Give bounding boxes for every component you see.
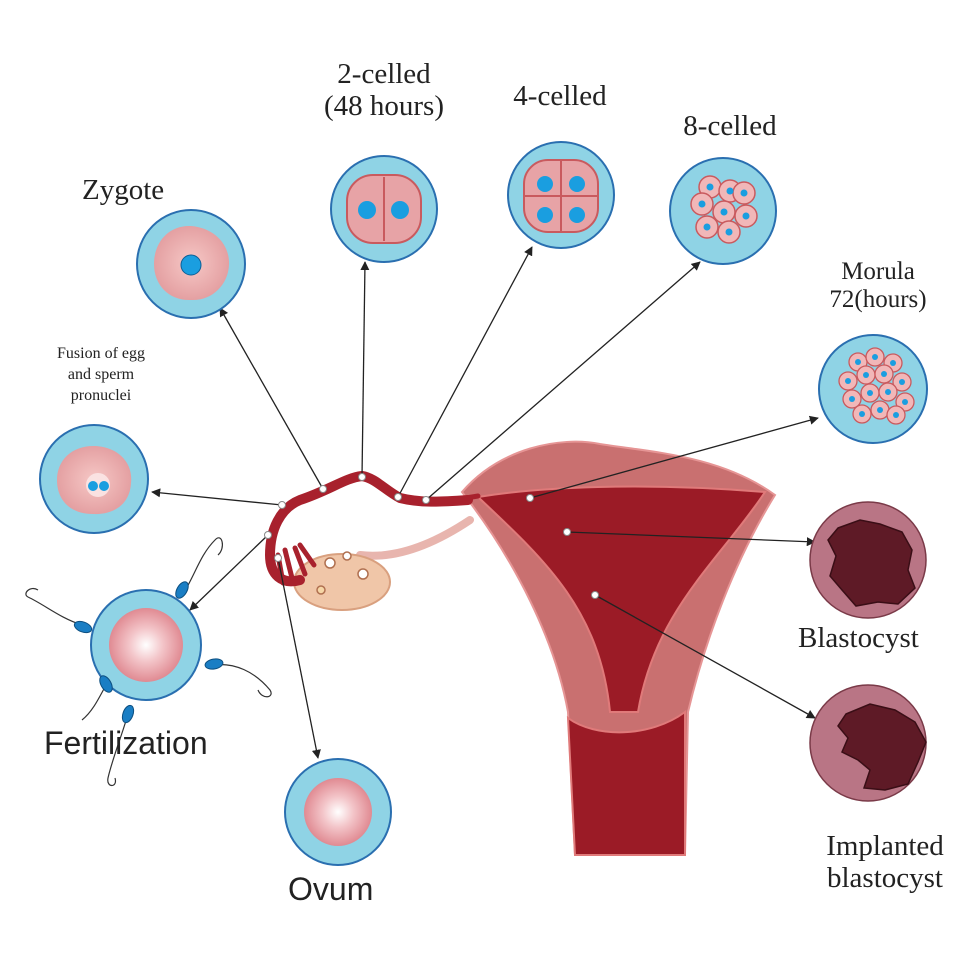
label-morula-line1: Morula [841,258,915,285]
uterus [460,440,777,856]
arrow-to-four-celled [397,246,533,498]
four-celled-embryo [507,141,615,249]
eight-celled-embryo [669,157,777,265]
follicle [324,557,336,569]
label-two-celled-line1: 2-celled [337,58,431,90]
implanted-blastocyst-cell [809,684,927,802]
label-two-celled: 2-celled (48 hours) [294,58,474,123]
label-fusion: Fusion of egg and sperm pronuclei [36,344,166,406]
arrow-to-fertilization [189,534,269,611]
ovum-cell [284,758,392,866]
morula-cell [818,334,928,444]
uterus-cavity [475,485,767,713]
label-implanted-line1: Implanted [826,830,944,862]
tube [265,471,473,587]
label-implanted-blastocyst: Implanted blastocyst [806,830,964,895]
origin-dots [264,473,599,599]
two-celled-embryo [330,155,438,263]
origin-dot [319,485,327,493]
ovary-ligament [356,516,474,560]
arrow-to-two-celled [360,261,370,478]
origin-dot [264,531,272,539]
cervix [566,710,686,856]
origin-dot [563,528,571,536]
arrow-to-zygote [219,307,324,490]
follicle [342,551,352,561]
label-fusion-line1: Fusion of egg [57,345,145,362]
label-blastocyst: Blastocyst [798,622,919,654]
label-eight-celled: 8-celled [683,110,777,142]
follicle [316,585,326,595]
label-zygote: Zygote [82,174,165,206]
zygote-cell [136,209,246,319]
arrow-to-fusion [151,488,283,506]
arrow-to-ovum [277,557,321,759]
arrow-to-implanted [594,594,816,719]
origin-dot [274,554,282,562]
origin-dot [591,591,599,599]
arrow-to-blastocyst [566,531,816,547]
origin-dot [394,493,402,501]
label-fusion-line3: pronuclei [70,386,132,404]
fimbriae [275,542,317,586]
label-fertilization: Fertilization [44,725,208,761]
blastocyst-cell [809,501,927,619]
fertilization-cell [25,537,272,787]
origin-dot [422,496,430,504]
label-implanted-line2: blastocyst [827,862,943,895]
origin-dot [358,473,366,481]
label-fusion-line2: and sperm [67,365,135,383]
arrows [151,246,819,759]
label-morula: Morula 72(hours) [808,258,948,314]
ovary [293,553,391,611]
label-ovum: Ovum [288,871,374,907]
follicle [357,568,369,580]
arrow-to-eight-celled [425,261,701,501]
origin-dot [526,494,534,502]
fusion-cell [39,424,149,534]
label-four-celled: 4-celled [513,80,607,112]
origin-dot [278,501,286,509]
label-morula-line2: 72(hours) [829,286,927,313]
arrow-to-morula [529,415,819,499]
fallopian-tube [265,471,481,611]
label-two-celled-line2: (48 hours) [323,90,444,123]
